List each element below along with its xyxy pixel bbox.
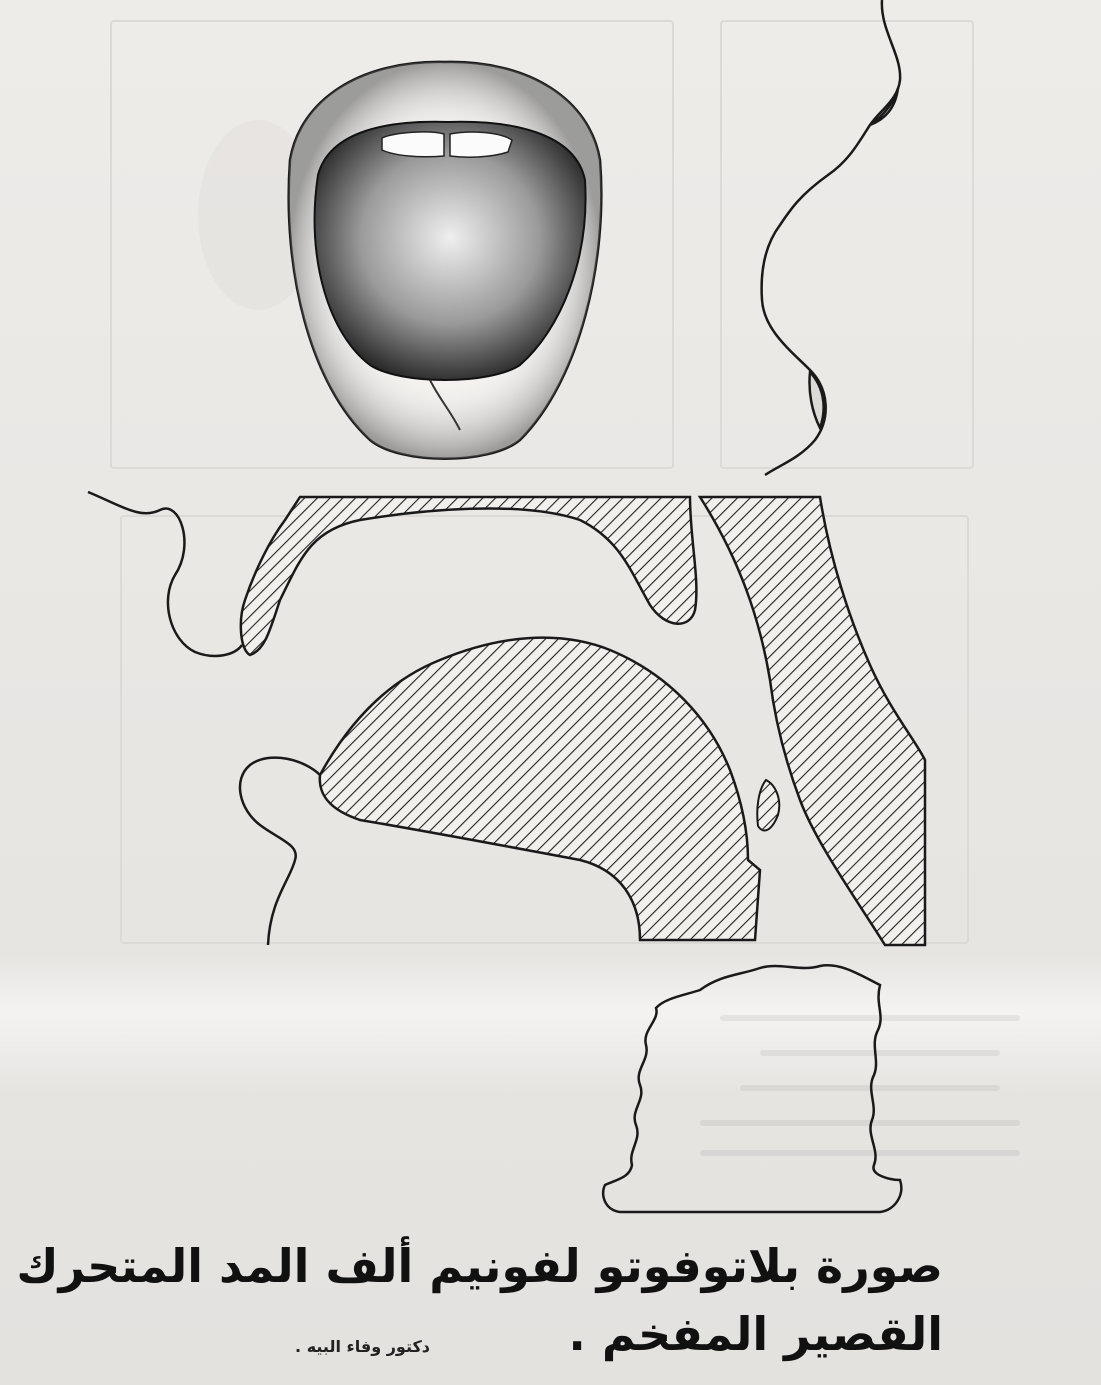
face-profile-illustration [762, 0, 901, 475]
caption-line-1: صورة بلاتوفوتو لفونيم ألف المد المتحرك [83, 1232, 943, 1300]
palate-illustration [603, 965, 901, 1212]
open-mouth-illustration [198, 62, 601, 459]
vocal-tract-illustration [88, 492, 925, 945]
author-line-1: دكتور وفاء البيه . [70, 1334, 430, 1360]
author-credit: دكتور وفاء البيه . [70, 1334, 430, 1360]
